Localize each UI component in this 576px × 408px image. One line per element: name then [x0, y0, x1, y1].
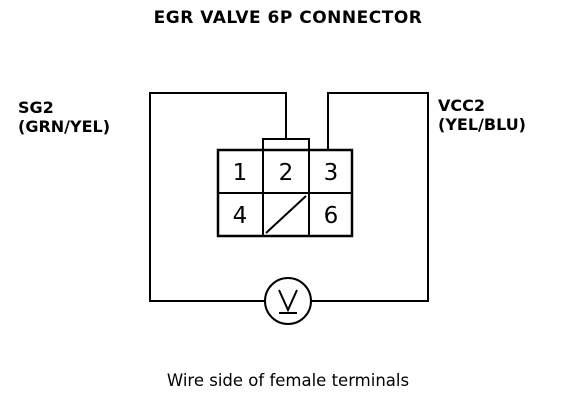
pin-6: 6 [324, 203, 339, 229]
diagram-title: EGR VALVE 6P CONNECTOR [153, 8, 423, 28]
empty-cavity-mark [265, 195, 307, 234]
vcc2-wire-name: VCC2 [438, 96, 485, 115]
diagram-caption: Wire side of female terminals [166, 371, 410, 390]
sg2-wire-label: SG2 (GRN/YEL) [18, 98, 110, 136]
wire-sg2 [149, 92, 287, 302]
pin-1: 1 [233, 160, 248, 186]
pin-3: 3 [324, 160, 339, 186]
sg2-wire-color: (GRN/YEL) [18, 117, 111, 136]
vcc2-wire-label: VCC2 (YEL/BLU) [438, 96, 526, 134]
vcc2-wire-color: (YEL/BLU) [438, 115, 526, 134]
voltmeter-icon [264, 277, 312, 325]
pin-4: 4 [233, 203, 248, 229]
sg2-wire-name: SG2 [18, 98, 54, 117]
pin-2: 2 [279, 160, 294, 186]
wire-vcc2 [311, 92, 429, 302]
